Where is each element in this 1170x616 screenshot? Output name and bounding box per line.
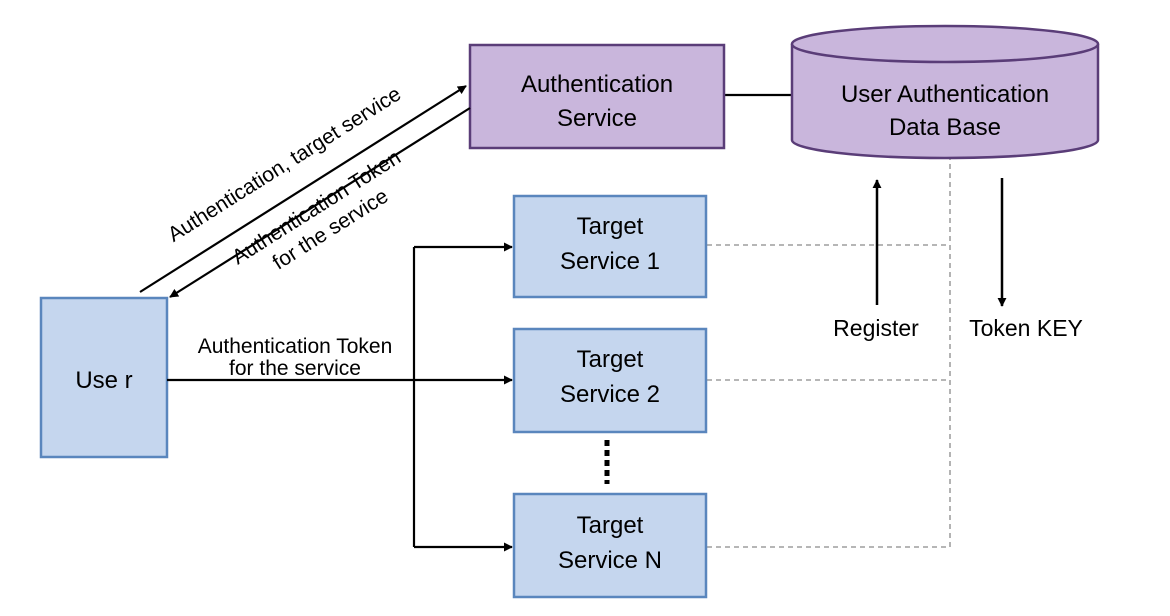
target-service-2-label-line2: Service 2 bbox=[560, 381, 660, 408]
authentication-service-label-line1: Authentication bbox=[521, 71, 673, 98]
target-service-1-label-line1: Target bbox=[577, 213, 644, 240]
authentication-service[interactable]: Authentication Service bbox=[468, 43, 726, 150]
register-label: Register bbox=[833, 315, 919, 341]
authentication-service-box bbox=[468, 43, 726, 150]
target-service-n-label-line2: Service N bbox=[558, 547, 662, 574]
user-authentication-database[interactable]: User Authentication Data Base bbox=[790, 24, 1100, 160]
authentication-service-label-line2: Service bbox=[557, 105, 637, 132]
token-key-label: Token KEY bbox=[969, 315, 1083, 341]
user-node[interactable]: Use r bbox=[39, 296, 169, 459]
auth-request-arrow bbox=[139, 85, 467, 293]
token-distribution-arrows bbox=[167, 242, 513, 552]
target-service-n[interactable]: Target Service N bbox=[512, 492, 708, 599]
target-service-1-label-line2: Service 1 bbox=[560, 248, 660, 275]
token-reply-arrow bbox=[169, 107, 471, 298]
target-service-1[interactable]: Target Service 1 bbox=[512, 194, 708, 299]
target-service-n-box bbox=[512, 492, 708, 599]
database-label-line1: User Authentication bbox=[841, 81, 1049, 108]
user-box bbox=[39, 296, 169, 459]
target-service-1-box bbox=[512, 194, 708, 299]
target-service-2-box bbox=[512, 327, 708, 434]
user-label: Use r bbox=[75, 367, 132, 394]
token-send-label-line2: for the service bbox=[229, 357, 361, 380]
database-top bbox=[790, 24, 1100, 64]
database-body bbox=[790, 44, 1100, 160]
token-send-label-line1: Authentication Token bbox=[198, 335, 393, 358]
database-label-line2: Data Base bbox=[889, 114, 1001, 141]
target-service-n-label-line1: Target bbox=[577, 512, 644, 539]
target-service-2-label-line1: Target bbox=[577, 346, 644, 373]
dashed-connectors bbox=[707, 155, 951, 548]
target-service-2[interactable]: Target Service 2 bbox=[512, 327, 708, 434]
